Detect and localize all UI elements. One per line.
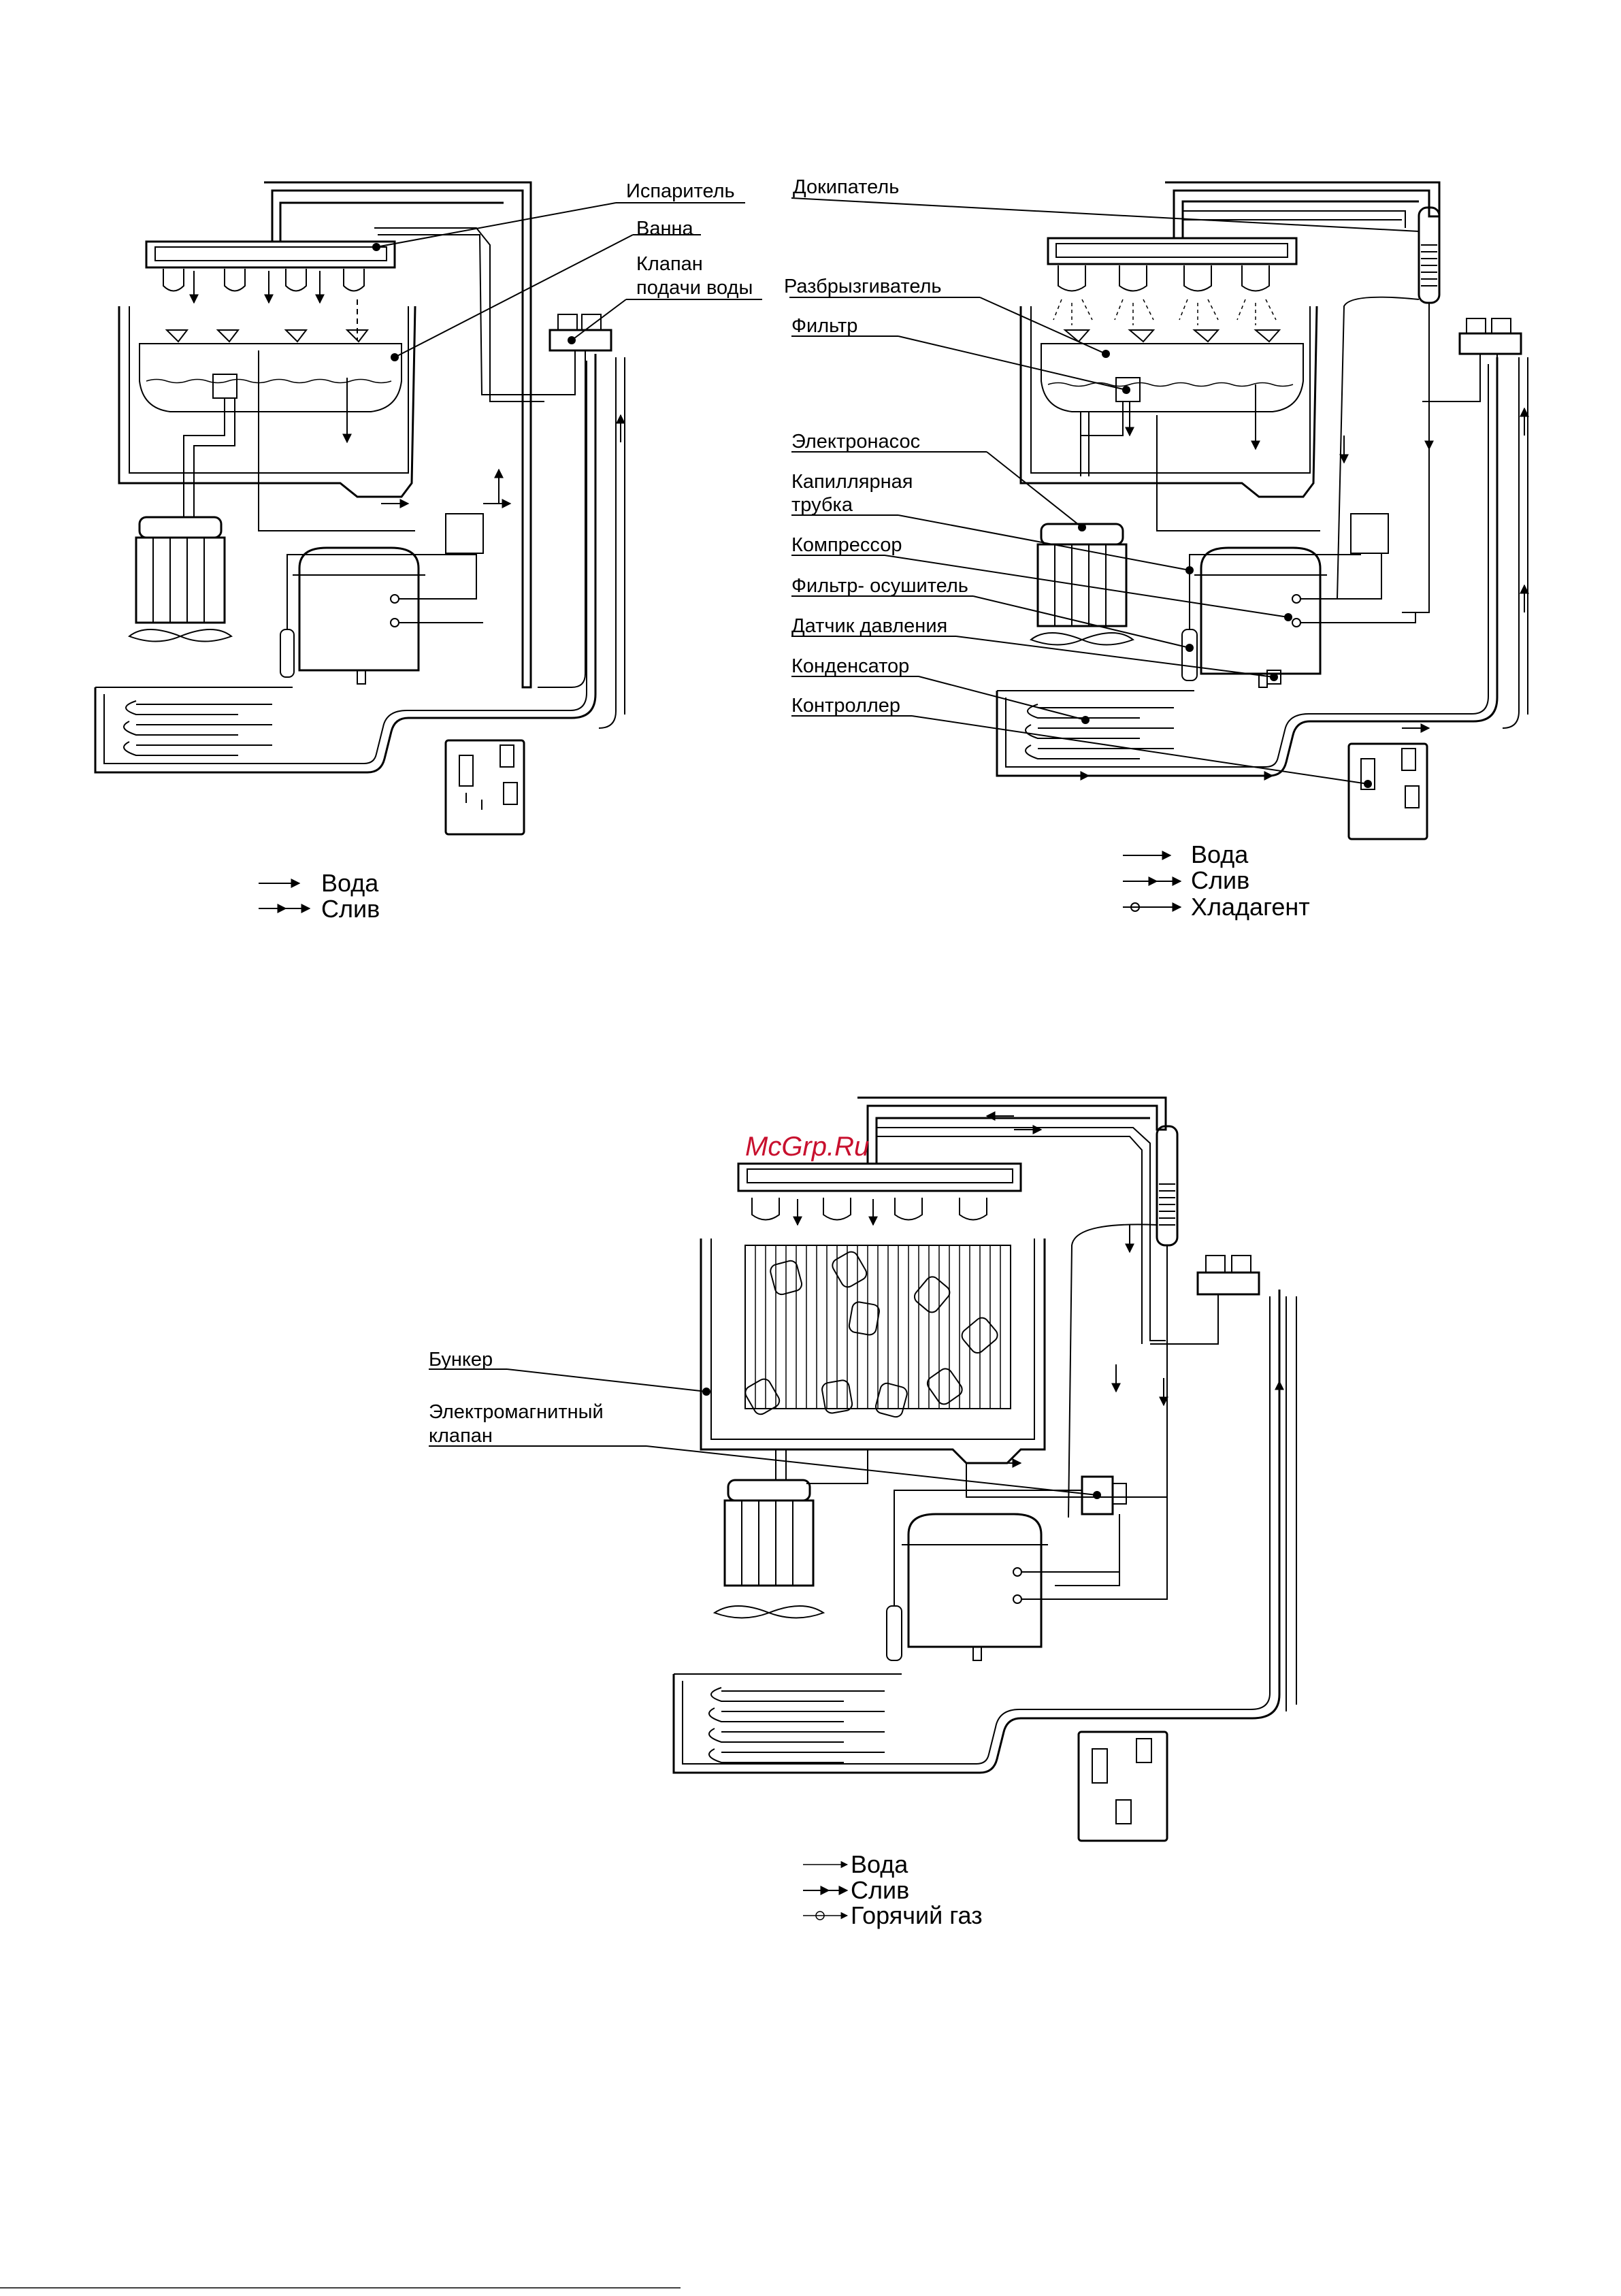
- label-bunker: Бункер: [429, 1349, 493, 1371]
- compressor: [902, 1514, 1143, 1660]
- legend-drain: Слив: [851, 1876, 909, 1904]
- legend-water: Вода: [1191, 840, 1249, 868]
- evaporator-piping: [738, 1098, 1177, 1599]
- condenser-piping: [95, 354, 625, 772]
- diagram-harvest: Бункер Электромагнитный клапан Вода Слив…: [429, 1098, 1296, 1929]
- compressor: [293, 514, 483, 684]
- compressor: [1194, 514, 1415, 687]
- label-capillary-line2: трубка: [791, 494, 853, 516]
- legend-water: Вода: [321, 869, 379, 897]
- label-filter: Фильтр: [791, 315, 857, 337]
- filter-dryer: [1182, 555, 1361, 684]
- label-cooler: Докипатель: [793, 176, 899, 198]
- watermark: McGrp.Ru: [745, 1132, 869, 1162]
- filter-dryer: [887, 1490, 1082, 1660]
- label-solenoid-line2: клапан: [429, 1425, 493, 1447]
- legend-1: Вода Слив: [259, 869, 380, 923]
- filter-dryer: [280, 555, 476, 677]
- label-compressor: Компрессор: [791, 534, 902, 556]
- legend-drain: Слив: [321, 895, 380, 923]
- pump-motor: [129, 517, 231, 642]
- legend-3: Вода Слив Горячий газ: [803, 1850, 983, 1929]
- legend-refrigerant: Хладагент: [1191, 893, 1310, 921]
- label-pump: Электронасос: [791, 431, 920, 453]
- legend-hot-gas: Горячий газ: [851, 1901, 983, 1929]
- water-valve: [1422, 318, 1521, 401]
- label-capillary-line1: Капиллярная: [791, 471, 913, 493]
- label-dryer: Фильтр- осушитель: [791, 575, 968, 597]
- spray-nozzles: [1053, 265, 1276, 325]
- label-valve-line2: подачи воды: [636, 277, 753, 299]
- label-valve-line1: Клапан: [636, 253, 703, 275]
- solenoid-valve: [1055, 1477, 1126, 1586]
- power-socket: [1079, 1732, 1167, 1841]
- label-pressure-sensor: Датчик давления: [791, 615, 947, 637]
- tray: [1021, 306, 1320, 531]
- label-tray: Ванна: [636, 218, 694, 240]
- legend-drain: Слив: [1191, 866, 1249, 894]
- diagram-ice-making: Докипатель Разбрызгиватель Фильтр Электр…: [784, 176, 1528, 921]
- tray: [119, 306, 415, 531]
- nozzles: [752, 1198, 987, 1225]
- ice-cubes: [743, 1249, 1000, 1418]
- legend-2: Вода Слив Хладагент: [1123, 840, 1310, 921]
- power-socket: [446, 740, 524, 834]
- nozzles: [163, 269, 364, 340]
- label-sprayer: Разбрызгиватель: [784, 276, 942, 297]
- diagram-water-fill: Испаритель Ванна Клапан подачи воды Вода…: [95, 180, 762, 923]
- bunker: [701, 1239, 1167, 1497]
- legend-water: Вода: [851, 1850, 908, 1878]
- label-controller: Контроллер: [791, 695, 900, 717]
- power-socket: [1349, 744, 1427, 839]
- condenser-piping: [674, 1116, 1296, 1773]
- pump-motor: [1031, 524, 1133, 645]
- label-condenser: Конденсатор: [791, 655, 909, 677]
- pump-motor: [715, 1480, 823, 1618]
- condenser-piping: [997, 357, 1528, 776]
- label-solenoid-line1: Электромагнитный: [429, 1401, 604, 1423]
- label-evaporator: Испаритель: [626, 180, 735, 202]
